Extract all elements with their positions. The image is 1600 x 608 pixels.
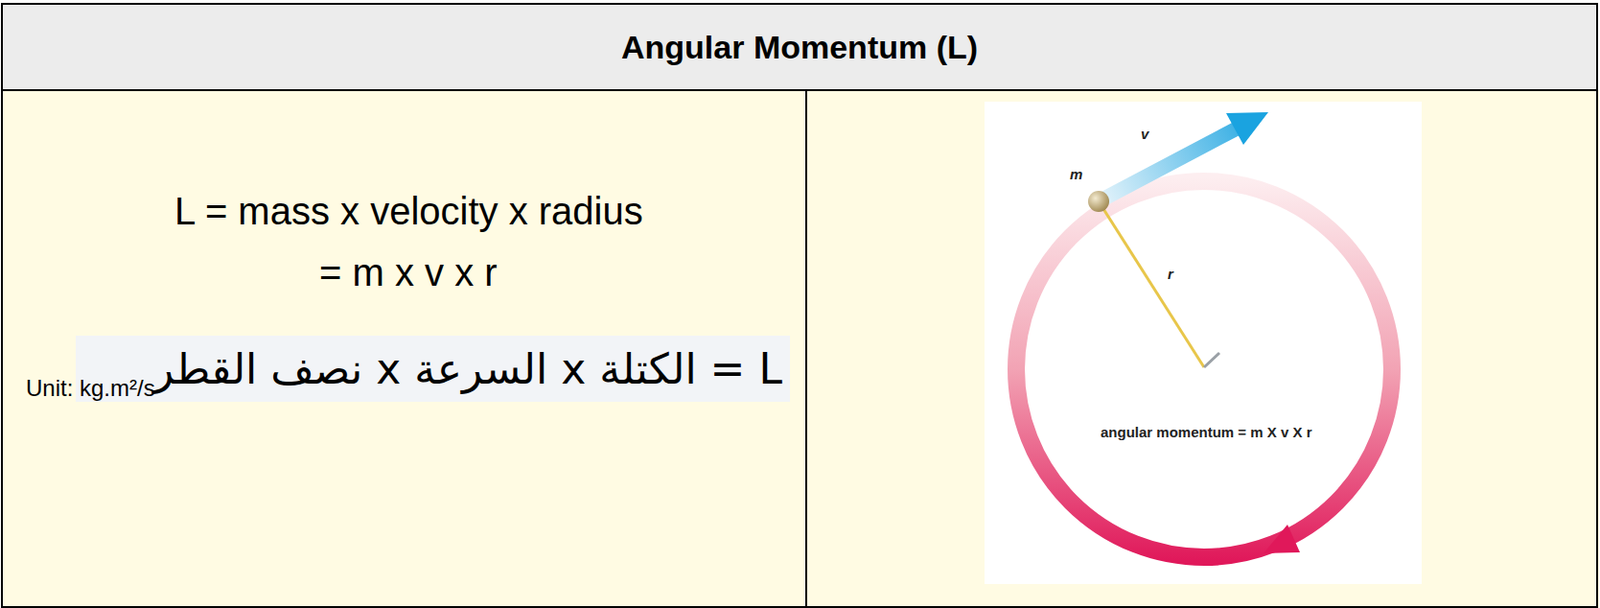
arabic-formula-box: L = الكتلة x السرعة x نصف القطر	[75, 335, 790, 402]
arabic-formula: L = الكتلة x السرعة x نصف القطر	[153, 344, 783, 394]
pivot-pin	[1204, 352, 1220, 368]
formula-symbols: = m x v x r	[319, 251, 498, 295]
mass-label: m	[1069, 165, 1083, 183]
column-rule	[805, 90, 808, 608]
velocity-shaft	[1098, 127, 1239, 202]
unit-note: Unit: kg.m²/s	[25, 374, 156, 402]
radius-line	[1098, 201, 1205, 368]
formula-caption: angular momentum = m X v X r	[1100, 423, 1312, 441]
radius-label: r	[1167, 265, 1174, 282]
slide-title: Angular Momentum (L)	[621, 28, 978, 67]
orbit-arrowhead	[1263, 524, 1300, 554]
formula-panel: L = الكتلة x السرعة x نصف القطر L = mass …	[0, 90, 807, 608]
orbit-ring	[1016, 181, 1392, 557]
formula-words: L = mass x velocity x radius	[174, 189, 644, 233]
velocity-head	[1226, 112, 1269, 145]
image-ground	[984, 101, 1422, 584]
mass-ball	[1088, 190, 1110, 212]
header-rule	[0, 89, 1599, 92]
velocity-label: v	[1140, 125, 1149, 142]
